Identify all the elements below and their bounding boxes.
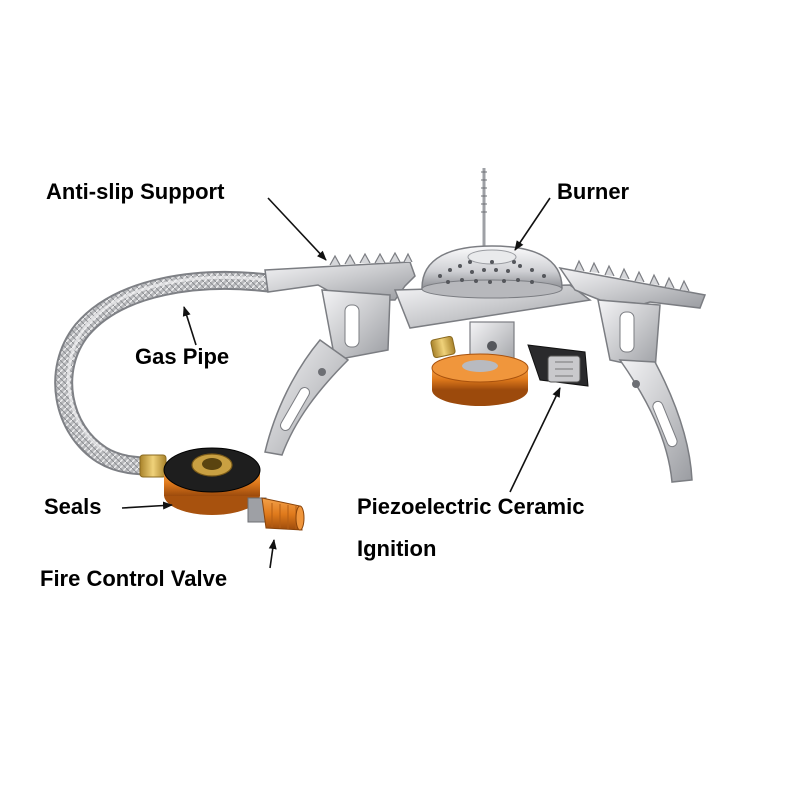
label-seals: Seals [44,494,102,519]
right-support-arm [558,259,707,483]
arrow-anti-slip-support [267,197,327,261]
arrow-gas-pipe [182,306,197,346]
label-piezoelectric-ceramic: Piezoelectric Ceramic [357,494,585,519]
label-burner: Burner [557,179,630,204]
arrow-fire-control-valve [268,539,277,569]
gas-pipe-hose [54,270,278,476]
brass-fitting-burner [430,335,456,359]
fire-control-valve-knob [247,497,305,531]
label-fire-control-valve: Fire Control Valve [40,566,228,591]
label-ignition: Ignition [357,536,437,561]
regulator-seal [163,447,261,515]
arrow-burner [514,197,551,251]
burner-assembly [421,168,563,371]
piezo-igniter [527,344,589,387]
arrow-piezo-ignition [509,387,561,493]
copper-base [431,353,529,406]
leader-arrows [121,197,561,569]
arrow-seals [121,501,173,510]
label-anti-slip-support: Anti-slip Support [46,179,225,204]
brass-fitting-hose [139,454,167,478]
label-gas-pipe: Gas Pipe [135,344,230,369]
left-support-arm [264,251,416,456]
